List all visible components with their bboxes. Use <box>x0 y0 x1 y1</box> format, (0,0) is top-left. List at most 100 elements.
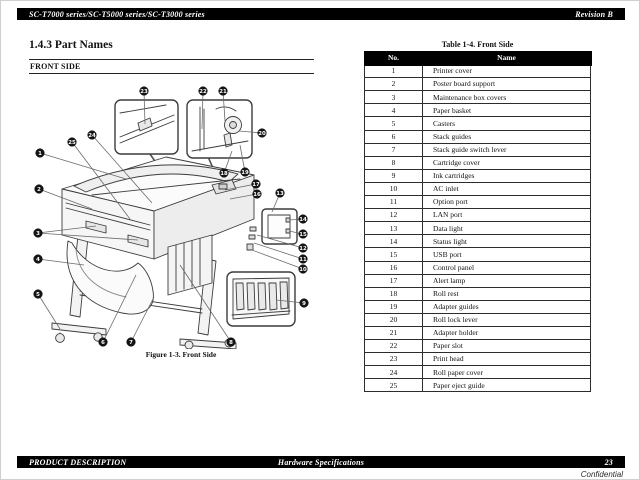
cell-part-name: USB port <box>422 247 591 262</box>
footer-section-label: PRODUCT DESCRIPTION <box>29 457 127 467</box>
callout-number: 16 <box>253 192 261 198</box>
callout-leader-line <box>102 274 137 343</box>
callout-number: 15 <box>299 232 307 238</box>
callout-leader-line <box>222 90 226 122</box>
callout-24 <box>87 130 97 140</box>
column-header-name: Name <box>421 50 592 66</box>
callout-5 <box>33 289 43 299</box>
cell-part-name: Alert lamp <box>422 273 591 288</box>
callout-number: 14 <box>299 217 307 223</box>
cell-part-name: AC inlet <box>422 181 591 197</box>
footer-bar: PRODUCT DESCRIPTION Hardware Specificati… <box>17 456 625 468</box>
callout-number: 19 <box>241 170 249 176</box>
cell-part-number: 10 <box>364 181 423 197</box>
callout-16 <box>252 189 262 199</box>
callout-leader-line <box>229 193 258 200</box>
figure-caption: Figure 1-3. Front Side <box>145 350 217 359</box>
callout-leader-line <box>38 188 93 210</box>
callout-7 <box>126 337 136 347</box>
callout-20 <box>257 128 267 138</box>
callout-number: 13 <box>276 191 284 197</box>
callout-leader-line <box>130 296 155 343</box>
callout-19 <box>240 167 250 177</box>
header-model-title: SC-T7000 series/SC-T5000 series/SC-T3000… <box>29 9 205 19</box>
cell-part-number: 17 <box>364 273 423 288</box>
cell-part-name: Stack guides <box>422 129 591 144</box>
callout-number: 23 <box>140 89 148 95</box>
callout-leader-line <box>37 225 97 234</box>
callout-number: 6 <box>101 340 105 346</box>
cell-part-name: Casters <box>422 116 591 131</box>
cell-part-number: 24 <box>364 365 423 380</box>
cell-part-number: 23 <box>364 352 423 367</box>
callout-leader-line <box>37 293 61 330</box>
cell-part-name: Print head <box>422 352 591 367</box>
callout-number: 22 <box>199 89 207 95</box>
callout-number: 9 <box>302 301 306 307</box>
callout-leader-line <box>239 144 246 173</box>
cell-part-name: Printer cover <box>422 64 591 79</box>
callout-leader-line <box>256 234 304 249</box>
cell-part-name: Roll paper cover <box>422 365 591 380</box>
callout-17 <box>251 179 261 189</box>
callout-number: 24 <box>88 133 96 139</box>
callout-leader-line <box>253 242 304 260</box>
callout-leader-line <box>71 141 131 220</box>
callout-number: 1 <box>38 151 42 157</box>
printer-front-diagram: 1234567891011121314151617181920212223242… <box>33 86 309 349</box>
cell-part-name: Adapter holder <box>422 325 591 341</box>
callout-8 <box>226 337 236 347</box>
cell-part-name: Control panel <box>422 260 591 275</box>
callout-15 <box>298 229 308 239</box>
callout-14 <box>298 214 308 224</box>
callout-21 <box>218 86 228 96</box>
callout-leader-line <box>91 134 153 204</box>
header-bar: SC-T7000 series/SC-T5000 series/SC-T3000… <box>17 8 625 20</box>
cell-part-number: 3 <box>364 90 423 105</box>
callout-leader-line <box>275 299 305 304</box>
page-number: 23 <box>604 457 613 467</box>
callout-2 <box>34 184 44 194</box>
table-header-row: No. Name <box>363 50 592 66</box>
callout-number: 12 <box>299 246 307 252</box>
callout-number: 21 <box>219 89 227 95</box>
callout-number: 20 <box>258 131 266 137</box>
cell-part-name: Roll lock lever <box>422 312 591 327</box>
cell-part-name: Poster board support <box>422 77 591 92</box>
confidential-label: Confidential <box>580 470 623 479</box>
cell-part-number: 1 <box>364 64 423 79</box>
callout-number: 18 <box>220 171 228 177</box>
front-side-label: FRONT SIDE <box>29 59 314 74</box>
cell-part-name: Stack guide switch lever <box>422 142 591 157</box>
callout-18 <box>219 168 229 178</box>
callout-number: 17 <box>252 182 260 188</box>
cell-part-name: Cartridge cover <box>422 155 591 170</box>
callout-number: 11 <box>299 257 307 263</box>
callout-13 <box>275 188 285 198</box>
callout-10 <box>298 264 308 274</box>
cell-part-number: 21 <box>364 325 423 341</box>
callout-23 <box>139 86 149 96</box>
cell-part-name: Data light <box>422 221 591 236</box>
callout-11 <box>298 254 308 264</box>
callout-leader-line <box>39 152 127 180</box>
